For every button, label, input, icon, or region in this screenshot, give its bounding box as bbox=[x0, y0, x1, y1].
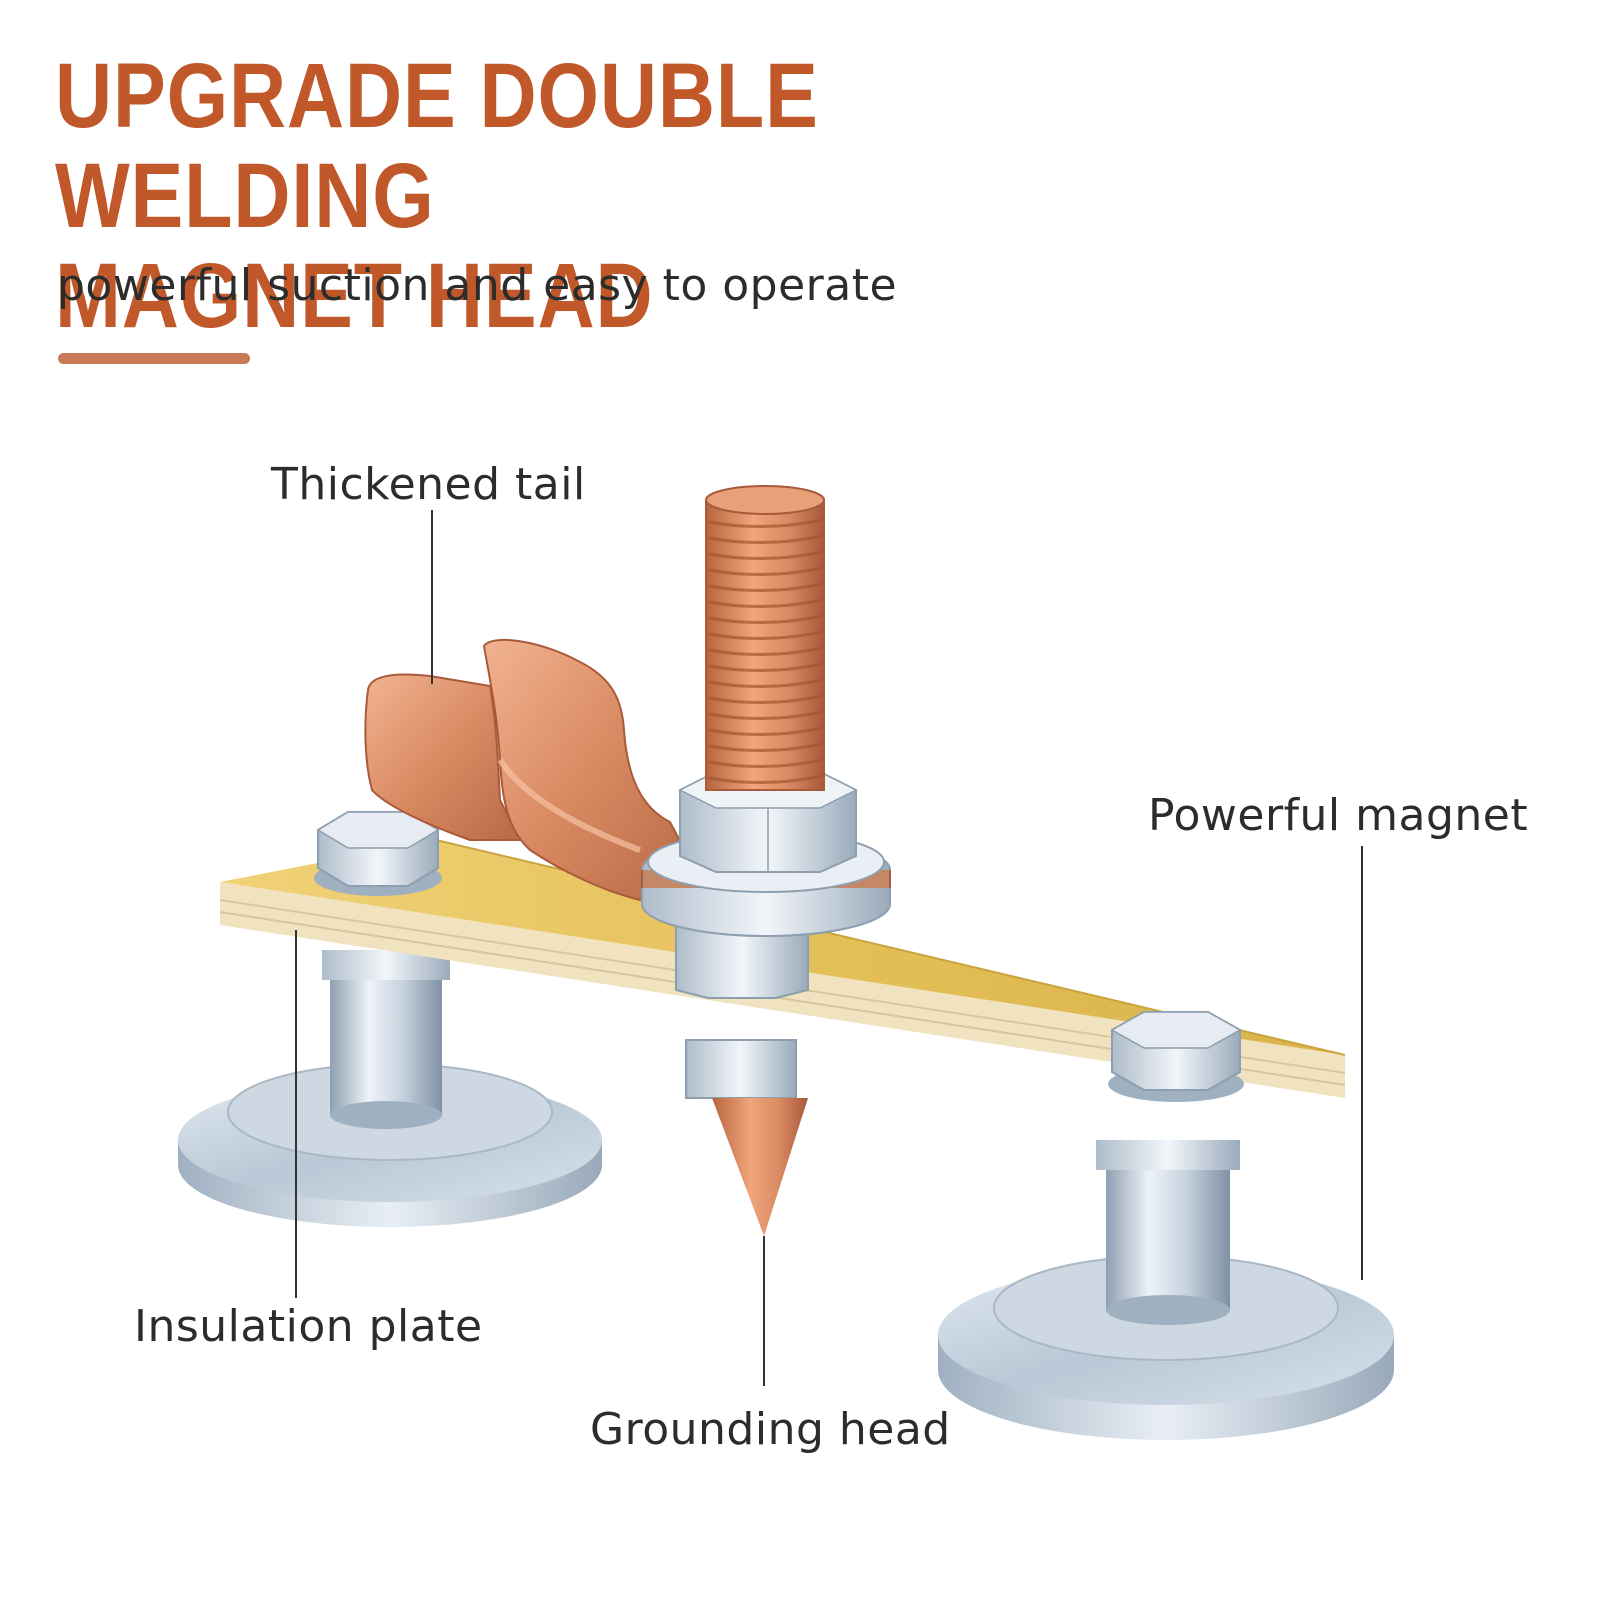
right-magnet bbox=[938, 1140, 1394, 1440]
left-magnet bbox=[178, 950, 602, 1227]
callout-insulation-plate: Insulation plate bbox=[134, 1301, 483, 1352]
copper-tail bbox=[364, 638, 692, 902]
bolt-thread bbox=[707, 726, 823, 737]
subheadline: powerful suction and easy to operate bbox=[57, 260, 898, 311]
bolt-thread bbox=[707, 550, 823, 561]
bolt-thread bbox=[707, 614, 823, 625]
bolt-thread bbox=[707, 662, 823, 673]
headline: UPGRADE DOUBLE WELDING MAGNET HEAD bbox=[55, 46, 1087, 346]
callout-grounding-head: Grounding head bbox=[590, 1404, 951, 1455]
bolt-thread bbox=[707, 742, 823, 753]
bolt-thread bbox=[707, 598, 823, 609]
bolt-thread bbox=[707, 582, 823, 593]
accent-bar bbox=[58, 353, 250, 364]
bolt-thread bbox=[707, 710, 823, 721]
callout-thickened-tail: Thickened tail bbox=[271, 459, 586, 510]
bolt-thread bbox=[707, 646, 823, 657]
bolt-thread bbox=[707, 758, 823, 769]
bolt-thread bbox=[707, 774, 823, 785]
left-bolt-head bbox=[314, 811, 442, 896]
bolt-thread bbox=[707, 566, 823, 577]
bolt-thread bbox=[707, 518, 823, 529]
right-bolt-head bbox=[1108, 1011, 1244, 1102]
bolt-thread bbox=[707, 678, 823, 689]
bolt-thread bbox=[707, 534, 823, 545]
bolt-thread bbox=[707, 630, 823, 641]
bolt-thread bbox=[707, 694, 823, 705]
callout-powerful-magnet: Powerful magnet bbox=[1148, 790, 1529, 841]
headline-line-1: UPGRADE DOUBLE WELDING bbox=[55, 45, 819, 247]
grounding-cone bbox=[685, 1039, 808, 1236]
threaded-bolt bbox=[705, 485, 825, 791]
headline-line-2: MAGNET HEAD bbox=[55, 245, 654, 347]
